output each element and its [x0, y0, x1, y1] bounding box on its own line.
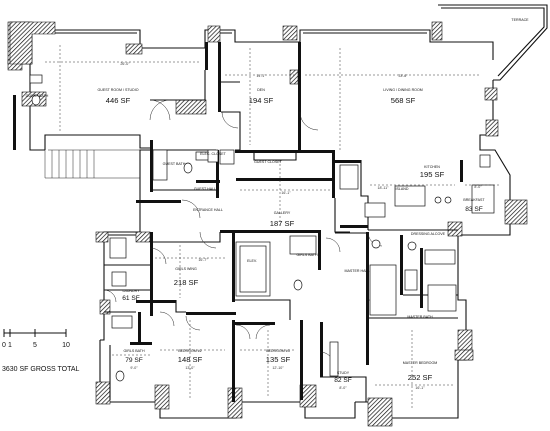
label-guest-bath: GUEST BATH — [163, 162, 186, 166]
solid-walls — [13, 42, 463, 402]
label-dressing: DRESSING ALCOVE — [411, 232, 446, 236]
room-label-den: DEN 194 SF 14'-1" — [249, 74, 274, 105]
room-name: LAUNDRY — [122, 289, 140, 293]
room-area: 61 SF — [122, 295, 140, 302]
room-label-kitchen: KITCHEN 195 SF 18'-11" — [378, 165, 445, 190]
room-dimension: 12'-10" — [272, 366, 284, 370]
label-master-hall: MASTER HALL — [345, 269, 370, 273]
label-elev: ELEV. — [247, 259, 257, 263]
label-elec: ELEC. CLOSET — [200, 152, 227, 156]
room-name: BREAKFAST — [463, 198, 485, 202]
label-entrance-hall: ENTRANCE HALL — [193, 208, 223, 212]
stair — [44, 149, 140, 179]
label-girls-bath-2: GIRLS BATH — [296, 253, 318, 257]
room-dimension: 16'-7" — [198, 258, 208, 262]
room-dimension: 13'-0" — [185, 366, 195, 370]
room-label-girls-bath: GIRLS BATH 79 SF 9'-0" — [123, 349, 145, 370]
label-guest-closet: GUEST CLOSET — [254, 160, 282, 164]
fixtures — [29, 74, 495, 382]
room-area: 446 SF — [106, 96, 131, 105]
room-name: GIRLS BATH — [123, 349, 145, 353]
label-terrace: TERRACE — [511, 18, 529, 22]
room-name: BEDROOM #3 — [266, 349, 290, 353]
room-area: 82 SF — [334, 377, 352, 384]
room-name: GUEST ROOM / STUDIO — [97, 88, 138, 92]
minor-labels: GUEST BATH GUEST BATH GUEST HALL GUEST C… — [26, 18, 530, 319]
label-guest-room-bath: GUEST BATH — [26, 94, 49, 98]
label-master-bath: MASTER BATH — [407, 315, 433, 319]
room-label-gallery: GALLERY 187 SF 16'-1" — [270, 191, 295, 228]
room-dimension: 33'-6" — [398, 74, 408, 78]
room-name: BEDROOM #2 — [178, 349, 202, 353]
room-dimension: 18'-11" — [378, 186, 390, 190]
scale-tick-label: 10 — [62, 342, 70, 349]
room-label-bedroom-2: BEDROOM #2 148 SF 13'-0" — [178, 349, 203, 370]
room-area: 148 SF — [178, 355, 203, 364]
room-area: 194 SF — [249, 96, 274, 105]
room-dimension: 9'-0" — [130, 366, 138, 370]
room-name: DEN — [257, 88, 265, 92]
room-label-guest-room-studio: GUEST ROOM / STUDIO 446 SF 26'-0" — [97, 62, 138, 105]
room-name: GIRLS WING — [175, 267, 197, 271]
room-area: 568 SF — [391, 96, 416, 105]
room-area: 83 SF — [465, 206, 483, 213]
room-label-living-dining: LIVING / DINING ROOM 568 SF 33'-6" — [383, 74, 423, 105]
dimension-lines — [45, 45, 500, 410]
room-area: 135 SF — [266, 355, 291, 364]
room-area: 218 SF — [174, 278, 199, 287]
room-name: LIVING / DINING ROOM — [383, 88, 423, 92]
room-dimension: 8'-0" — [474, 185, 482, 189]
room-label-breakfast: BREAKFAST 83 SF 8'-0" — [463, 185, 485, 213]
room-dimension: 14'-1" — [256, 74, 266, 78]
room-label-master-bedroom: MASTER BEDROOM 252 SF 16'-1" — [403, 361, 438, 390]
gross-total-label: 3630 SF GROSS TOTAL — [2, 366, 80, 373]
room-area: 252 SF — [408, 373, 433, 382]
room-dimension: 8'-0" — [339, 386, 347, 390]
room-name: STUDY — [337, 371, 350, 375]
label-island: ISLAND — [396, 187, 409, 191]
scale-tick-label: 0 — [2, 342, 6, 349]
room-dimension: 26'-0" — [120, 62, 130, 66]
room-name: KITCHEN — [424, 165, 440, 169]
scale-bar: 0 1 5 10 — [2, 329, 70, 349]
label-guest-hall: GUEST HALL — [194, 187, 216, 191]
room-area: 187 SF — [270, 219, 295, 228]
structural-columns — [7, 21, 528, 427]
scale-tick-label: 5 — [33, 342, 37, 349]
room-name: GALLERY — [274, 211, 291, 215]
room-dimension: 16'-1" — [281, 191, 291, 195]
room-area: 195 SF — [420, 170, 445, 179]
room-label-bedroom-3: BEDROOM #3 135 SF 12'-10" — [266, 349, 291, 370]
room-area: 79 SF — [125, 357, 143, 364]
room-dimension: 16'-1" — [415, 386, 425, 390]
room-name: MASTER BEDROOM — [403, 361, 438, 365]
room-label-study: STUDY 82 SF 8'-0" — [334, 371, 352, 390]
room-label-laundry: LAUNDRY 61 SF — [122, 289, 140, 302]
room-label-girls-wing: GIRLS WING 218 SF 16'-7" — [174, 258, 209, 287]
scale-tick-label: 1 — [8, 342, 12, 349]
